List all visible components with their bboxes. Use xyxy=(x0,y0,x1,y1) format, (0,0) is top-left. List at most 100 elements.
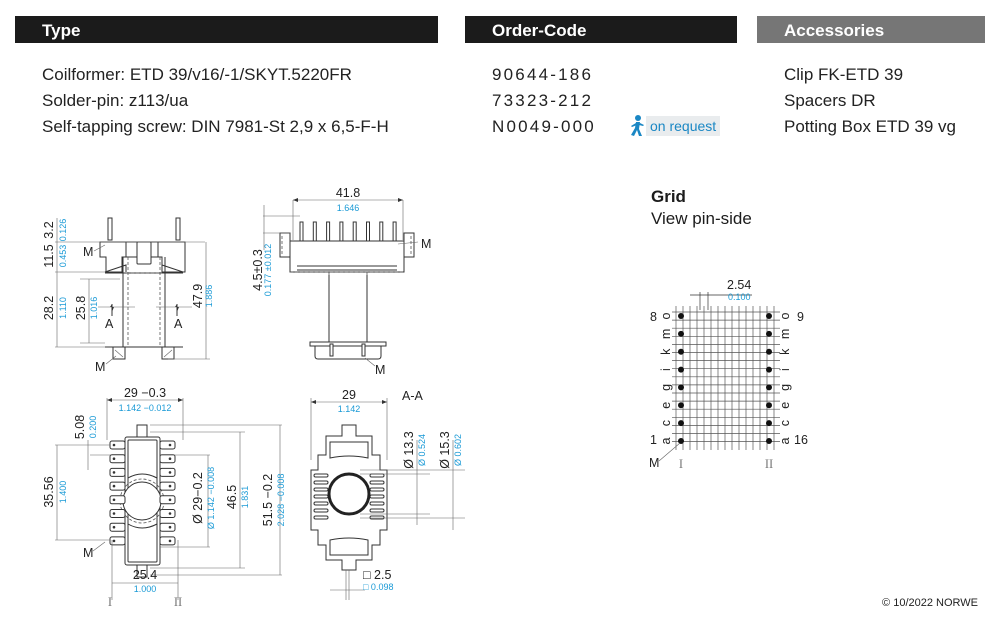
fin xyxy=(313,473,329,478)
fin xyxy=(313,480,329,485)
order-code-coilformer[interactable]: 90644-186 xyxy=(492,65,594,84)
pin xyxy=(392,221,397,243)
grid-subtitle: View pin-side xyxy=(651,209,752,228)
pin-dot xyxy=(678,366,684,373)
accessory-item[interactable]: Potting Box ETD 39 vg xyxy=(784,117,956,136)
pin xyxy=(352,221,357,243)
row-letter-right: m xyxy=(778,329,792,339)
fin xyxy=(369,508,385,513)
fin xyxy=(313,515,329,520)
front-view-drawing xyxy=(263,198,415,360)
pin-hole xyxy=(168,539,172,543)
pin-hole xyxy=(112,471,116,474)
pin-dot xyxy=(678,438,684,444)
dim-1-016: 1.016 xyxy=(89,297,99,320)
pin-dot xyxy=(678,313,684,319)
grid-pitch-mm: 2.54 xyxy=(727,278,751,292)
column-label-i: I xyxy=(108,595,112,609)
pin-dot xyxy=(766,384,772,391)
pin-hole xyxy=(168,471,172,474)
pin-dot xyxy=(766,366,772,373)
pin-tab xyxy=(159,454,176,464)
dim-0-453: 0.453 xyxy=(58,245,68,268)
order-code-header: Order-Code xyxy=(465,16,737,43)
section-marker-a-right: A xyxy=(174,317,183,331)
dim-dia-15-3: Ø 15.3 xyxy=(438,431,452,469)
order-code-header-label: Order-Code xyxy=(492,21,587,40)
pin-hole xyxy=(168,457,172,461)
pin-hole xyxy=(168,525,172,529)
row-letter-right: g xyxy=(778,384,792,391)
pin-dot xyxy=(678,384,684,391)
running-person-icon xyxy=(631,115,644,136)
pin-hole xyxy=(112,457,116,461)
type-list: Coilformer: ETD 39/v16/-1/SKYT.5220FR So… xyxy=(42,62,389,140)
pin-dot xyxy=(766,348,772,355)
pin-hole xyxy=(168,484,172,488)
row-letter-left: o xyxy=(659,312,673,319)
dim-dia-13-3: Ø 13.3 xyxy=(402,431,416,469)
pin-tab xyxy=(109,536,126,546)
dim-28-2: 28.2 xyxy=(42,296,56,320)
accessory-item[interactable]: Spacers DR xyxy=(784,91,876,110)
accessory-item[interactable]: Clip FK-ETD 39 xyxy=(784,65,904,84)
fin xyxy=(369,494,385,499)
row-letter-right: k xyxy=(778,348,792,355)
dim-29-0-3: 29 −0.3 xyxy=(124,386,166,400)
pin-hole xyxy=(168,498,172,502)
dim-1-142-0-012: 1.142 −0.012 xyxy=(119,403,172,413)
dim-35-56: 35.56 xyxy=(42,476,56,507)
accessories-list: Clip FK-ETD 39 Spacers DR Potting Box ET… xyxy=(784,62,956,140)
type-header-label: Type xyxy=(42,21,81,40)
type-header: Type xyxy=(15,16,438,43)
fin xyxy=(313,501,329,506)
pin-tab xyxy=(159,440,176,450)
row-letter-left: g xyxy=(659,384,673,391)
grid-number-16: 16 xyxy=(794,433,808,447)
row-letter-right: i xyxy=(778,368,792,371)
accessories-header: Accessories xyxy=(757,16,985,43)
dim-1-886: 1.886 xyxy=(204,285,214,308)
dim-3-2: 3.2 xyxy=(42,221,56,238)
pin xyxy=(326,221,331,243)
solder-pin-item: Solder-pin: z113/ua xyxy=(42,91,189,110)
grid-marker-m: M xyxy=(649,456,659,470)
grid-col-ii: II xyxy=(765,457,773,471)
fin xyxy=(313,494,329,499)
dim-sq-0-098: □ 0.098 xyxy=(363,582,393,592)
dim-51-5: 51.5 −0.2 xyxy=(261,474,275,527)
pin-hole xyxy=(112,498,116,502)
row-letter-left: a xyxy=(659,437,673,444)
pin-dot xyxy=(766,330,772,337)
on-request-label: on request xyxy=(646,116,721,136)
pin-hole xyxy=(168,512,172,515)
dim-1-831: 1.831 xyxy=(240,486,250,509)
copyright: © 10/2022 NORWE xyxy=(882,597,978,609)
pin xyxy=(312,221,317,243)
row-letter-left: e xyxy=(659,402,673,409)
order-code-screw[interactable]: N0049-000 xyxy=(492,117,596,136)
order-code-solder-pin[interactable]: 73323-212 xyxy=(492,91,594,110)
pin-dot xyxy=(678,402,684,409)
pin-tab xyxy=(159,481,176,491)
accessories-header-label: Accessories xyxy=(784,21,885,40)
fin xyxy=(369,501,385,506)
on-request-badge[interactable]: on request xyxy=(626,114,721,138)
dim-0-200: 0.200 xyxy=(88,416,98,439)
row-letter-left: c xyxy=(659,420,673,426)
grid-number-9: 9 xyxy=(797,310,804,324)
pin-tab xyxy=(159,509,176,518)
pin xyxy=(379,221,384,243)
side-view-drawing xyxy=(55,217,210,360)
pin-dot xyxy=(766,313,772,319)
row-letter-right: e xyxy=(778,402,792,409)
pin-dot xyxy=(766,438,772,444)
pin-tab xyxy=(109,522,126,532)
dim-29: 29 xyxy=(342,388,356,402)
pin-hole xyxy=(112,525,116,529)
pin-tab xyxy=(159,467,176,477)
dim-2-028: 2.028 −0.008 xyxy=(276,474,286,527)
dim-1-110: 1.110 xyxy=(58,297,68,319)
grid-col-i: I xyxy=(679,457,683,471)
